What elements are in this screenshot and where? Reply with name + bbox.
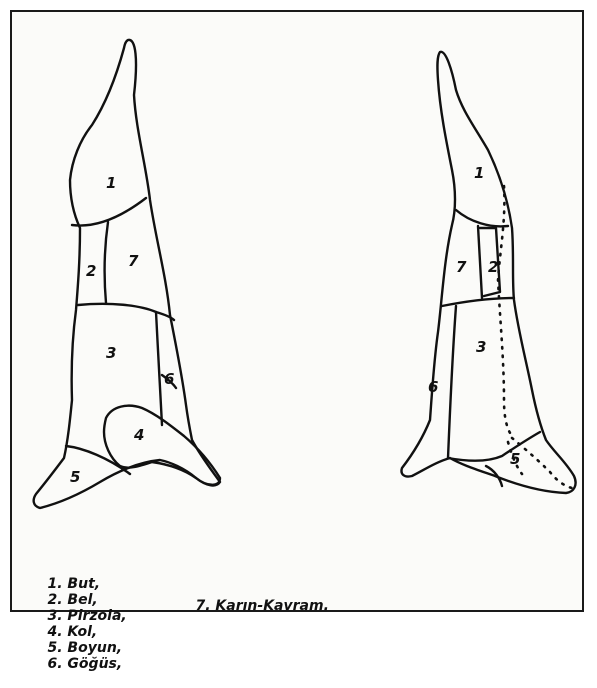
left-carcass-outline <box>34 40 220 508</box>
right-cut-line-2 <box>478 226 482 298</box>
left-region-label: 1 <box>106 174 116 192</box>
right-region-label: 7 <box>456 258 467 276</box>
right-cut-line-3 <box>442 298 514 306</box>
right-region-label: 6 <box>428 378 438 396</box>
legend-item: 1. But, <box>48 576 101 592</box>
left-cut-line-2 <box>105 222 108 303</box>
legend-item: 3. Pirzola, <box>48 608 127 624</box>
legend-item: 6. Göğüs, <box>48 656 123 672</box>
left-region-label: 6 <box>164 370 174 388</box>
left-region-label: 3 <box>106 344 116 362</box>
right-region-label: 3 <box>476 338 486 356</box>
right-dotted-line-2 <box>512 438 572 488</box>
right-cut-line-5 <box>448 432 540 461</box>
left-region-label: 4 <box>133 426 144 444</box>
right-region-label: 2 <box>488 258 498 276</box>
left-region-label: 7 <box>128 252 139 270</box>
right-dotted-line-1 <box>498 186 512 436</box>
right-cut-line-1 <box>456 210 508 226</box>
left-cut-line-3 <box>78 304 174 320</box>
legend-line: 7. Karın-Kavram. <box>176 582 343 630</box>
legend-item: 2. Bel, <box>48 592 98 608</box>
legend-item: 4. Kol, <box>48 624 98 640</box>
left-region-label: 5 <box>70 468 80 486</box>
right-region-label: 5 <box>510 450 520 468</box>
left-region-label: 2 <box>86 262 96 280</box>
left-carcass: 1 2 7 3 6 4 5 <box>34 40 220 508</box>
right-region-label: 1 <box>474 164 484 182</box>
legend-item: 5. Boyun, <box>48 640 123 656</box>
legend-item: 7. Karın-Kavram. <box>196 598 329 614</box>
left-cut-line-4 <box>156 312 162 425</box>
right-cut-line-4 <box>448 306 456 458</box>
right-carcass: 1 2 7 3 6 5 <box>401 52 575 493</box>
legend-line: 1. But, 2. Bel, 3. Pirzola, 4. Kol, 5. B… <box>28 560 141 688</box>
carcass-cuts-diagram: 1 2 7 3 6 4 5 1 2 7 3 6 5 <box>0 0 597 624</box>
